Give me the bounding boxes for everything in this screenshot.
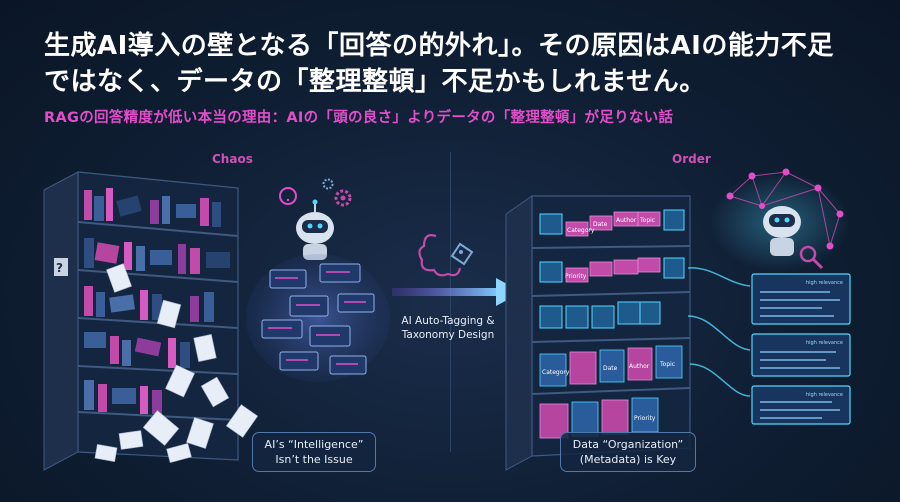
magnifier-icon: [799, 245, 824, 270]
book-row-3: [84, 286, 214, 322]
folder-tag-category: Category: [542, 369, 570, 376]
scattered-papers: [94, 263, 259, 463]
left-caption-line-1: AI’s “Intelligence”: [264, 438, 364, 451]
folder-tag-date: Date: [603, 365, 618, 372]
right-caption-line-2: (Metadata) is Key: [579, 453, 677, 466]
folder-tag-priority: Priority: [634, 415, 656, 422]
book-row-5: [84, 380, 162, 414]
shelf-tag-date: Date: [593, 221, 608, 228]
book-row-4: [84, 332, 190, 368]
order-label: Order: [672, 152, 711, 166]
page-title: 生成AI導入の壁となる「回答の的外れ」。その原因はAIの能力不足 ではなく、デー…: [44, 28, 874, 100]
brain-tag-icon: [418, 234, 474, 277]
shelf-tag-author: Author: [616, 217, 637, 224]
gear-icon: [334, 189, 352, 207]
left-caption-line-2: Isn’t the Issue: [275, 453, 353, 466]
title-line-2: ではなく、データの「整理整頓」不足かもしれません。: [44, 67, 706, 97]
question-icon: [279, 187, 297, 205]
right-caption-line-1: Data “Organization”: [572, 438, 684, 451]
chaos-label: Chaos: [212, 152, 253, 166]
book-row-2: [84, 238, 230, 274]
shelf-question-icon: ?: [54, 258, 68, 276]
doc-tag-1: high relevance: [806, 280, 843, 286]
shelf-question-mark: ?: [56, 261, 63, 275]
center-divider: [450, 152, 451, 452]
confused-robot: [279, 178, 352, 260]
shelf-tag-labels: Category Date Author Topic Priority Cate…: [542, 217, 675, 422]
folder-tag-topic: Topic: [659, 361, 675, 368]
folder-row-2: [539, 397, 659, 439]
gear-icon-small: [322, 178, 334, 190]
process-label-line-2: Taxonomy Design: [401, 329, 495, 341]
shelf-tag-priority: Priority: [565, 273, 587, 280]
tag-blocks: [565, 211, 661, 283]
cube-grid: [539, 209, 685, 329]
folder-tag-author: Author: [629, 363, 650, 370]
doc-tag-3: high relevance: [806, 392, 843, 398]
data-cloud: [246, 254, 390, 382]
process-label: AI Auto-Tagging & Taxonomy Design: [396, 314, 500, 342]
right-caption-box: Data “Organization” (Metadata) is Key: [560, 432, 696, 472]
process-label-line-1: AI Auto-Tagging &: [401, 315, 495, 327]
title-line-1: 生成AI導入の壁となる「回答の的外れ」。その原因はAIの能力不足: [44, 31, 834, 61]
folder-row-1: [539, 345, 683, 387]
book-row-1: [84, 188, 221, 227]
organized-bookshelf: Category Date Author Topic Priority Cate…: [505, 195, 691, 471]
happy-robot: [763, 206, 824, 270]
left-caption-box: AI’s “Intelligence” Isn’t the Issue: [252, 432, 376, 472]
page-subtitle: RAGの回答精度が低い本当の理由：AIの「頭の良さ」よりデータの「整理整頓」が足…: [44, 110, 674, 126]
messy-bookshelf: ?: [43, 171, 259, 471]
doc-tag-2: high relevance: [806, 340, 843, 346]
shelf-tag-topic: Topic: [639, 217, 655, 224]
transform-arrow: [392, 278, 522, 306]
shelf-tag-category: Category: [567, 227, 595, 234]
relevant-documents: high relevance high relevance high relev…: [687, 267, 851, 425]
